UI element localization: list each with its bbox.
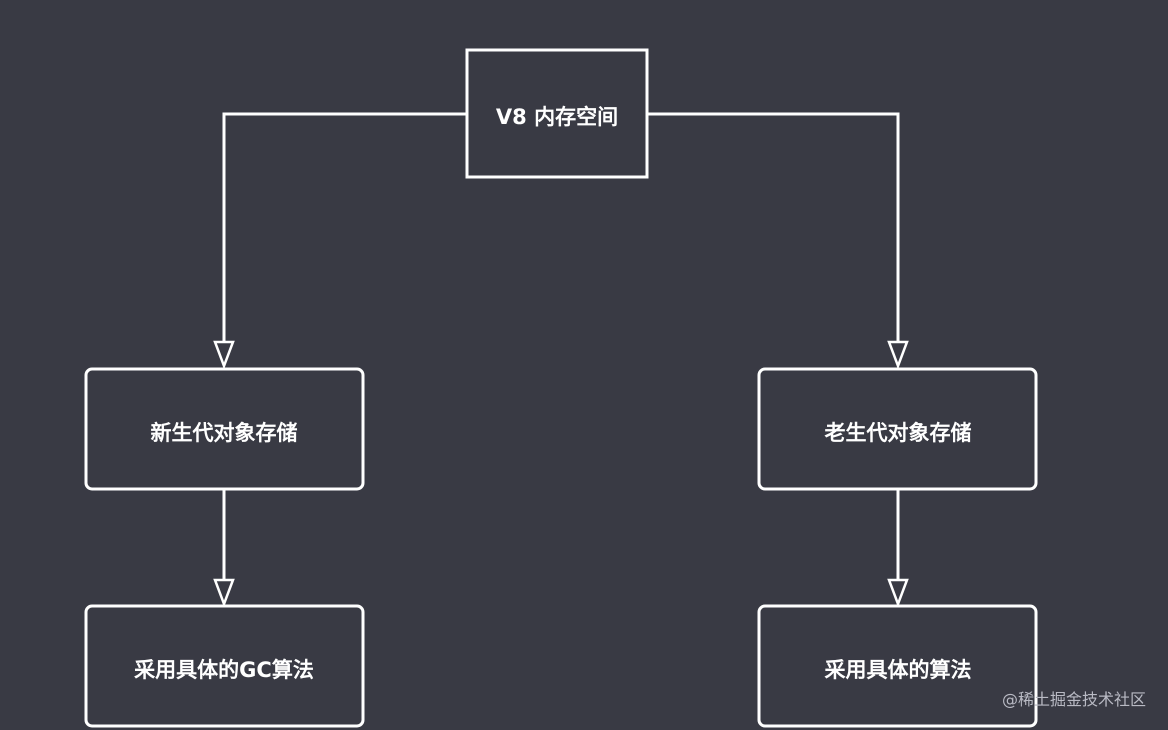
node-new-algo-box <box>84 604 365 728</box>
node-new-gen[interactable]: 新生代对象存储 <box>84 367 365 491</box>
node-old-algo[interactable]: 采用具体的算法 <box>757 604 1038 728</box>
node-root-box <box>465 48 649 179</box>
node-old-gen-label: 老生代对象存储 <box>825 421 972 445</box>
arrowhead-new-algo <box>213 578 235 608</box>
node-old-algo-box <box>757 604 1038 728</box>
node-new-gen-label: 新生代对象存储 <box>151 421 298 445</box>
arrowhead-old-algo <box>887 578 909 608</box>
node-new-gen-box <box>84 367 365 491</box>
node-root-label: V8 内存空间 <box>496 105 618 129</box>
arrowhead-old-gen <box>887 340 909 370</box>
edge-root-to-new-gen <box>222 112 467 342</box>
edge-root-to-old-gen <box>647 112 900 342</box>
node-old-algo-label: 采用具体的算法 <box>825 658 972 682</box>
watermark: @稀土掘金技术社区 <box>1001 690 1146 709</box>
node-old-gen[interactable]: 老生代对象存储 <box>757 367 1038 491</box>
node-new-algo[interactable]: 采用具体的GC算法 <box>84 604 365 728</box>
node-old-gen-box <box>757 367 1038 491</box>
arrowhead-new-gen <box>213 340 235 370</box>
node-root[interactable]: V8 内存空间 <box>465 48 649 179</box>
node-new-algo-label: 采用具体的GC算法 <box>134 658 314 682</box>
